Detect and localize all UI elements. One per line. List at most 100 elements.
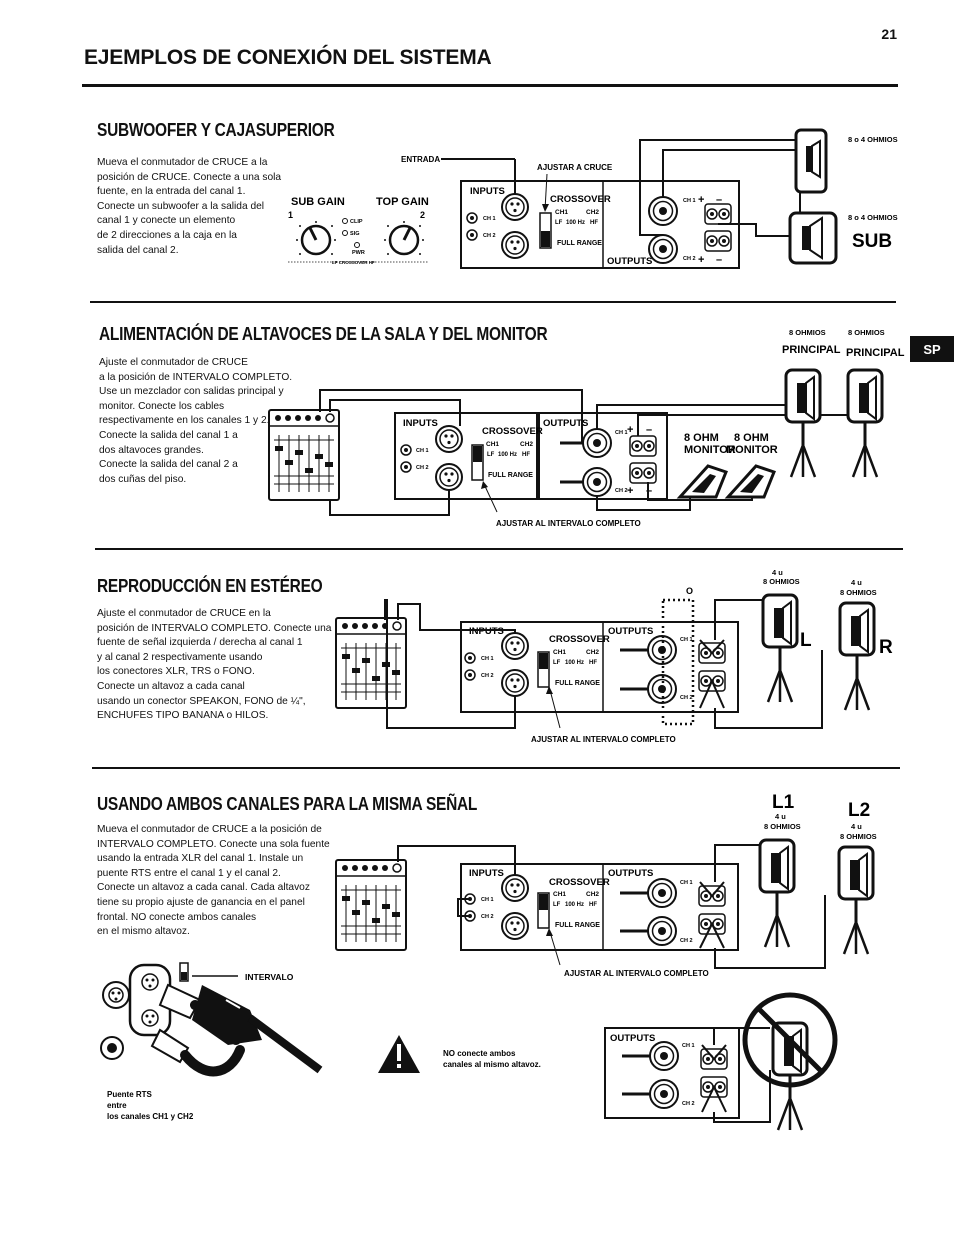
intervalo-label: INTERVALO — [245, 972, 294, 982]
ch1-output-label: CH 1 — [615, 430, 628, 436]
ch1-input-label: CH 1 — [481, 656, 494, 662]
ch1-input-label: CH 1 — [483, 216, 496, 222]
section-text-stereo: Ajuste el conmutador de CRUCE en la posi… — [97, 608, 332, 722]
ch2-input-label: CH 2 — [416, 465, 429, 471]
full-range-label: FULL RANGE — [557, 240, 602, 247]
crossover-switch — [537, 892, 550, 929]
knob-2-label: 2 — [420, 210, 425, 220]
puente-label-line2: entre — [107, 1101, 127, 1110]
ch1-label: CH1 — [555, 209, 568, 216]
outputs-label: OUTPUTS — [608, 626, 653, 637]
ohms-l-label-line1: 4 u — [772, 568, 783, 577]
monitor-a-label-line1: 8 OHM — [684, 432, 719, 444]
freq-label: 100 Hz — [565, 902, 584, 908]
same-signal-diagram: INPUTS CROSSOVER CH1 CH2 LF 100 Hz HF FU… — [100, 792, 877, 1132]
ch1-input-label: CH 1 — [481, 897, 494, 903]
ohms-l-label-line2: 8 OHMIOS — [763, 577, 800, 586]
outputs-label: OUTPUTS — [543, 418, 588, 429]
inputs-label: INPUTS — [470, 186, 505, 197]
section-divider — [95, 548, 903, 550]
ajustar-intervalo-label: AJUSTAR AL INTERVALO COMPLETO — [531, 735, 676, 744]
ch2-label: CH2 — [586, 649, 599, 656]
inputs-label: INPUTS — [469, 626, 504, 637]
freq-label: 100 Hz — [566, 220, 585, 226]
sub-gain-label: SUB GAIN — [291, 196, 345, 208]
hf-label: HF — [590, 220, 598, 226]
amp-panel — [394, 412, 538, 500]
crossover-label: CROSSOVER — [550, 194, 611, 205]
ajustar-intervalo-label: AJUSTAR AL INTERVALO COMPLETO — [564, 969, 709, 978]
ohms-top-label: 8 o 4 OHMIOS — [848, 135, 898, 144]
ohms-r-label-line2: 8 OHMIOS — [840, 588, 877, 597]
plus-sign: + — [627, 424, 633, 436]
ohms-l1-label-line1: 4 u — [775, 812, 786, 821]
r-label: R — [879, 637, 893, 658]
ajustar-intervalo-label: AJUSTAR AL INTERVALO COMPLETO — [496, 519, 641, 528]
minus-sign: – — [716, 194, 722, 206]
ch1-output-label: CH 1 — [680, 880, 693, 886]
crossover-label: CROSSOVER — [549, 877, 610, 888]
lf-label: LF — [553, 660, 561, 666]
page-number: 21 — [881, 26, 897, 42]
section-divider — [90, 301, 896, 303]
ohms-r-label-line1: 4 u — [851, 578, 862, 587]
crossover-switch — [539, 212, 552, 249]
sig-label: SIG — [350, 231, 359, 237]
section-text-same-signal: Mueva el conmutador de CRUCE a la posici… — [97, 824, 330, 938]
minus-sign: – — [716, 254, 722, 266]
monitor-b-label-line2: MONITOR — [726, 444, 778, 456]
section-title-same-signal: USANDO AMBOS CANALES PARA LA MISMA SEÑAL — [97, 794, 478, 814]
ch1-output-label: CH 1 — [682, 1043, 695, 1049]
puente-label-line1: Puente RTS — [107, 1090, 153, 1099]
lf-label: LF — [553, 902, 561, 908]
pwr-label: PWR — [352, 250, 365, 256]
hf-label: HF — [589, 660, 597, 666]
ohms-l1-label-line2: 8 OHMIOS — [764, 822, 801, 831]
ch1-output-label: CH 1 — [680, 637, 693, 643]
warning-label-line1: NO conecte ambos — [443, 1049, 516, 1058]
section-title-monitor: ALIMENTACIÓN DE ALTAVOCES DE LA SALA Y D… — [99, 324, 548, 344]
full-range-label: FULL RANGE — [488, 472, 533, 479]
ch2-input-label: CH 2 — [483, 233, 496, 239]
ch1-input-label: CH 1 — [416, 448, 429, 454]
plus-sign: + — [698, 194, 704, 206]
ch2-input-label: CH 2 — [481, 914, 494, 920]
minus-sign: – — [646, 485, 652, 497]
ch2-output-label: CH 2 — [680, 938, 693, 944]
crossover-label: CROSSOVER — [549, 634, 610, 645]
ch2-label: CH2 — [586, 209, 599, 216]
ch1-label: CH1 — [486, 441, 499, 448]
ch2-input-label: CH 2 — [481, 673, 494, 679]
hf-label: HF — [522, 452, 530, 458]
lf-label: LF — [487, 452, 495, 458]
outputs-label: OUTPUTS — [610, 1033, 655, 1044]
full-range-label: FULL RANGE — [555, 680, 600, 687]
inputs-label: INPUTS — [469, 868, 504, 879]
section-title-subwoofer: SUBWOOFER Y CAJASUPERIOR — [97, 120, 335, 140]
principal-a-label: PRINCIPAL — [782, 344, 841, 356]
minus-sign: – — [646, 424, 652, 436]
clip-label: CLIP — [350, 219, 363, 225]
ch2-output-label: CH 2 — [683, 256, 696, 262]
ch2-output-label: CH 2 — [680, 695, 693, 701]
monitor-b-label-line1: 8 OHM — [734, 432, 769, 444]
ajustar-cruce-label: AJUSTAR A CRUCE — [537, 163, 613, 172]
principal-b-label: PRINCIPAL — [846, 347, 905, 359]
ohms-a-label: 8 OHMIOS — [789, 328, 826, 337]
outputs-label: OUTPUTS — [608, 868, 653, 879]
prohibited-icon — [742, 992, 838, 1088]
plus-sign: + — [627, 485, 633, 497]
l-label: L — [800, 630, 812, 651]
section-text-monitor: Ajuste el conmutador de CRUCE a la posic… — [99, 357, 293, 485]
section-divider — [92, 767, 900, 769]
section-title-stereo: REPRODUCCIÓN EN ESTÉREO — [97, 576, 323, 596]
crossover-switch — [537, 651, 550, 688]
crossover-switch — [471, 444, 484, 481]
ch1-output-label: CH 1 — [683, 198, 696, 204]
lf-crossover-hf-label: LF CROSSOVER HF — [332, 260, 375, 265]
ch2-output-label: CH 2 — [615, 488, 628, 494]
warning-label-line2: canales al mismo altavoz. — [443, 1060, 541, 1069]
lf-label: LF — [555, 220, 563, 226]
ch1-label: CH1 — [553, 649, 566, 656]
